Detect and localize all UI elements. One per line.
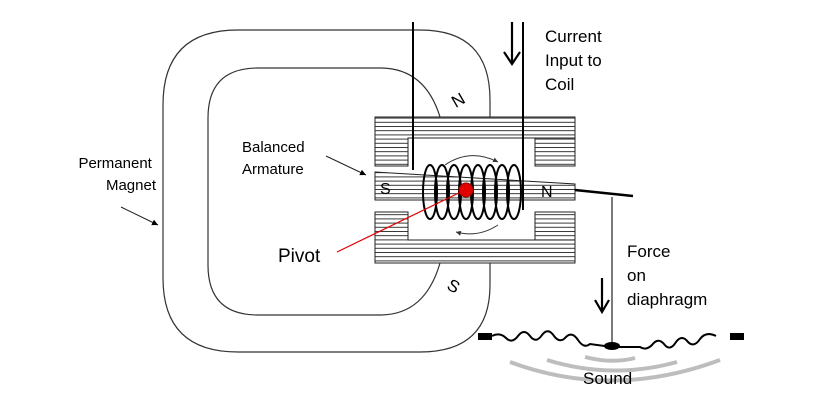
permanent-magnet-inner (207, 67, 441, 316)
permanent-magnet-outer (162, 29, 491, 353)
rotation-arrow-top (444, 155, 499, 166)
armature-arm (574, 188, 634, 198)
current-input-label: Current Input to Coil (545, 27, 606, 94)
pivot-leader-line (336, 189, 466, 253)
sound-waves (509, 355, 721, 383)
sound-label: Sound (583, 369, 632, 388)
balanced-armature-label: Balanced Armature (242, 139, 309, 178)
armature-leader (325, 155, 367, 176)
force-label: Force on diaphragm (627, 242, 707, 309)
pole-south-label: S (444, 275, 463, 297)
rotation-arrow-bottom (455, 224, 499, 236)
diaphragm (478, 330, 744, 350)
armature-south-label: S (380, 181, 391, 198)
stator-bottom (374, 211, 576, 264)
pivot-label: Pivot (278, 246, 321, 267)
pole-north-label: N (448, 89, 468, 112)
permanent-magnet-label: Permanent Magnet (78, 155, 156, 194)
armature-north-label: N (541, 184, 553, 201)
stator-top (374, 116, 576, 167)
pivot-point (458, 182, 474, 198)
magnet-leader (120, 206, 159, 226)
